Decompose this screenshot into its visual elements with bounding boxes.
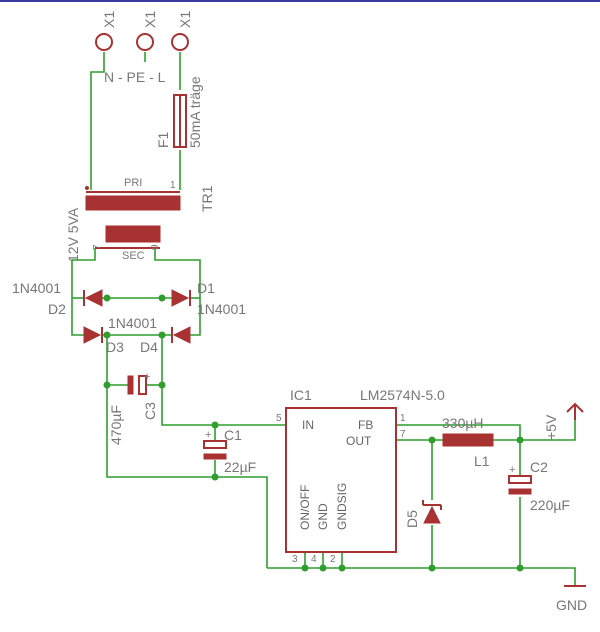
supply-plus5v-label: +5V xyxy=(543,414,559,440)
diode-d1-part: 1N4001 xyxy=(197,301,246,317)
capacitor-c1: + C1 22µF xyxy=(203,427,256,475)
c3-plus-icon: + xyxy=(144,371,150,383)
c1-value: 22µF xyxy=(224,459,256,475)
transformer-pin-7: 7 xyxy=(92,244,103,250)
supply-gnd: GND xyxy=(556,585,587,613)
ic-pin-gnd: GND xyxy=(316,503,330,530)
c3-name: C3 xyxy=(142,402,158,420)
supply-gnd-label: GND xyxy=(556,597,587,613)
transformer-pin-9: 9 xyxy=(150,244,161,250)
c1-plus-icon: + xyxy=(205,429,211,441)
diode-d1-name: D1 xyxy=(197,280,215,296)
c3-value: 470µF xyxy=(108,405,124,445)
diode-d2-part: 1N4001 xyxy=(12,280,61,296)
transformer-dot-icon xyxy=(85,186,89,190)
fuse-f1: F1 50mA träge xyxy=(155,76,203,148)
diode-d3-name: D3 xyxy=(106,339,124,355)
diode-d5: D5 xyxy=(404,500,442,528)
ic-pin-num-7: 7 xyxy=(400,429,406,440)
ic-pin-out: OUT xyxy=(346,434,372,448)
connector-label-2: X1 xyxy=(142,11,158,28)
diode-d2 xyxy=(83,289,103,307)
diode-d2-name: D2 xyxy=(48,301,66,317)
diode-d4 xyxy=(171,326,191,344)
fuse-value: 50mA träge xyxy=(187,76,203,148)
ic-pin-num-5: 5 xyxy=(276,413,282,424)
inductor-l1: 330µH L1 xyxy=(442,415,494,469)
diode-d3-part: 1N4001 xyxy=(108,315,157,331)
junctions xyxy=(103,294,524,572)
transformer-name: TR1 xyxy=(199,185,215,212)
capacitor-c2: + C2 220µF xyxy=(508,459,570,513)
connector-pin-pe xyxy=(136,33,154,51)
ic-pin-onoff: ON/OFF xyxy=(298,485,312,530)
regulator-ic1: IC1 LM2574N-5.0 IN FB OUT 5 1 7 ON/OFF G… xyxy=(276,387,445,565)
fuse-name: F1 xyxy=(155,131,171,148)
ic-pin-num-1: 1 xyxy=(400,413,406,424)
ic-pin-fb: FB xyxy=(358,418,373,432)
ic-pin-num-2: 2 xyxy=(330,554,336,565)
inductor-name: L1 xyxy=(474,453,490,469)
diode-d3 xyxy=(83,326,103,344)
diode-d1 xyxy=(171,289,191,307)
connector-label-1: X1 xyxy=(101,11,117,28)
c2-plus-icon: + xyxy=(509,464,515,476)
transformer-rating: 12V 5VA xyxy=(65,207,81,262)
connector-label-3: X1 xyxy=(177,11,193,28)
mains-pin-label: N - PE - L xyxy=(104,69,166,85)
ic-name: IC1 xyxy=(290,387,312,403)
connector-x1: X1 X1 X1 N - PE - L xyxy=(95,11,193,85)
c2-name: C2 xyxy=(530,459,548,475)
ic-part: LM2574N-5.0 xyxy=(360,387,445,403)
transformer-primary-label: PRI xyxy=(124,177,142,189)
c1-name: C1 xyxy=(224,427,242,443)
connector-pin-l xyxy=(171,33,189,51)
d5-name: D5 xyxy=(404,510,420,528)
diode-d4-name: D4 xyxy=(140,339,158,355)
transformer-pin-1: 1 xyxy=(170,180,176,191)
transformer-secondary-label: SEC xyxy=(122,250,145,262)
inductor-value: 330µH xyxy=(442,415,484,431)
connector-pin-n xyxy=(95,33,113,51)
ic-pin-in: IN xyxy=(302,418,314,432)
supply-plus5v: +5V xyxy=(543,402,584,440)
c2-value: 220µF xyxy=(530,497,570,513)
transformer-tr1: PRI 1 TR1 12V 5VA SEC 7 9 xyxy=(65,177,215,262)
ic-pin-num-4: 4 xyxy=(311,554,317,565)
ic-pin-gndsig: GNDSIG xyxy=(335,483,349,530)
capacitor-c3: + C3 470µF xyxy=(108,371,158,445)
ic-pin-num-3: 3 xyxy=(292,554,298,565)
